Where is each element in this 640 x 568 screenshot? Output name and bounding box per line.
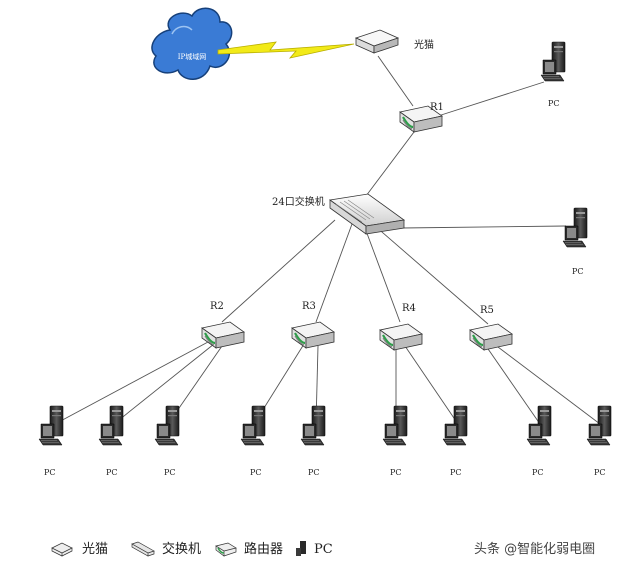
pc-label: PC xyxy=(44,468,56,477)
link-r1-switch xyxy=(359,131,415,205)
pc-label: PC xyxy=(308,468,320,477)
legend-item-modem: 光猫 xyxy=(51,542,108,557)
legend-item-switch: 交换机 xyxy=(131,541,201,557)
pc-r5-2: PC xyxy=(586,405,612,477)
link-r5-pc2 xyxy=(493,343,601,425)
pc-label: PC xyxy=(532,468,544,477)
pc-icon xyxy=(296,541,306,556)
pc-label: PC xyxy=(106,468,118,477)
legend-label: 光猫 xyxy=(82,542,108,557)
ip-metro-network-cloud: IP城域网 xyxy=(151,7,233,80)
pc-label: PC xyxy=(572,267,584,276)
link-r2-pc2 xyxy=(113,343,215,425)
link-r2-pc1 xyxy=(54,341,209,425)
pc-r4-1: PC xyxy=(382,405,408,477)
pc-r4-2: PC xyxy=(442,405,468,477)
link-r1-pc xyxy=(437,81,545,117)
legend-item-pc: PC xyxy=(296,541,333,557)
link-switch-r5 xyxy=(374,225,489,325)
switch-device xyxy=(328,193,406,235)
legend-label: 路由器 xyxy=(244,541,283,557)
pc-r2-1: PC xyxy=(38,405,64,477)
link-switch-r3 xyxy=(315,223,353,323)
modem-icon xyxy=(51,542,73,557)
pc-label: PC xyxy=(548,99,560,108)
pc-r3-2: PC xyxy=(300,405,326,477)
router-label: R1 xyxy=(430,102,444,113)
legend: 光猫 交换机 路由器 PC xyxy=(51,541,333,557)
modem-device xyxy=(354,29,400,54)
router-label: R5 xyxy=(480,305,494,316)
cloud-label: IP城域网 xyxy=(178,52,206,61)
lightning-link xyxy=(217,41,355,59)
pc-label: PC xyxy=(450,468,462,477)
link-r4-pc2 xyxy=(404,345,459,425)
router-r2: R2 xyxy=(200,301,246,350)
pc-label: PC xyxy=(250,468,262,477)
link-modem-r1 xyxy=(377,55,414,107)
switch-icon xyxy=(131,541,155,557)
router-r5: R5 xyxy=(468,305,514,352)
router-r3: R3 xyxy=(290,301,336,350)
link-switch-pc xyxy=(401,225,567,229)
router-label: R4 xyxy=(402,303,416,314)
pc-r5-1: PC xyxy=(526,405,552,477)
router-r4: R4 xyxy=(378,303,424,352)
legend-item-router: 路由器 xyxy=(215,541,283,557)
pc-label: PC xyxy=(164,468,176,477)
link-switch-r4 xyxy=(364,227,401,323)
pc-label: PC xyxy=(390,468,402,477)
router-r1: R1 xyxy=(398,102,444,134)
link-switch-r2 xyxy=(221,219,336,323)
legend-label: 交换机 xyxy=(162,541,201,557)
switch-label: 24口交换机 xyxy=(272,195,325,208)
pc-r3-1: PC xyxy=(240,405,266,477)
watermark: 头条 @智能化弱电圈 xyxy=(474,541,595,557)
modem-label: 光猫 xyxy=(414,38,434,51)
links xyxy=(54,55,601,425)
pc-top: PC xyxy=(540,41,566,108)
link-r5-pc1 xyxy=(485,345,541,425)
router-label: R2 xyxy=(210,301,224,312)
pc-r2-3: PC xyxy=(154,405,180,477)
legend-label: PC xyxy=(314,542,333,557)
pc-r2-2: PC xyxy=(98,405,124,477)
pc-switch-right: PC xyxy=(562,207,588,276)
bottom-pcs: PC PC PC PC PC PC PC PC PC xyxy=(38,405,612,477)
pc-label: PC xyxy=(594,468,606,477)
router-label: R3 xyxy=(302,301,316,312)
